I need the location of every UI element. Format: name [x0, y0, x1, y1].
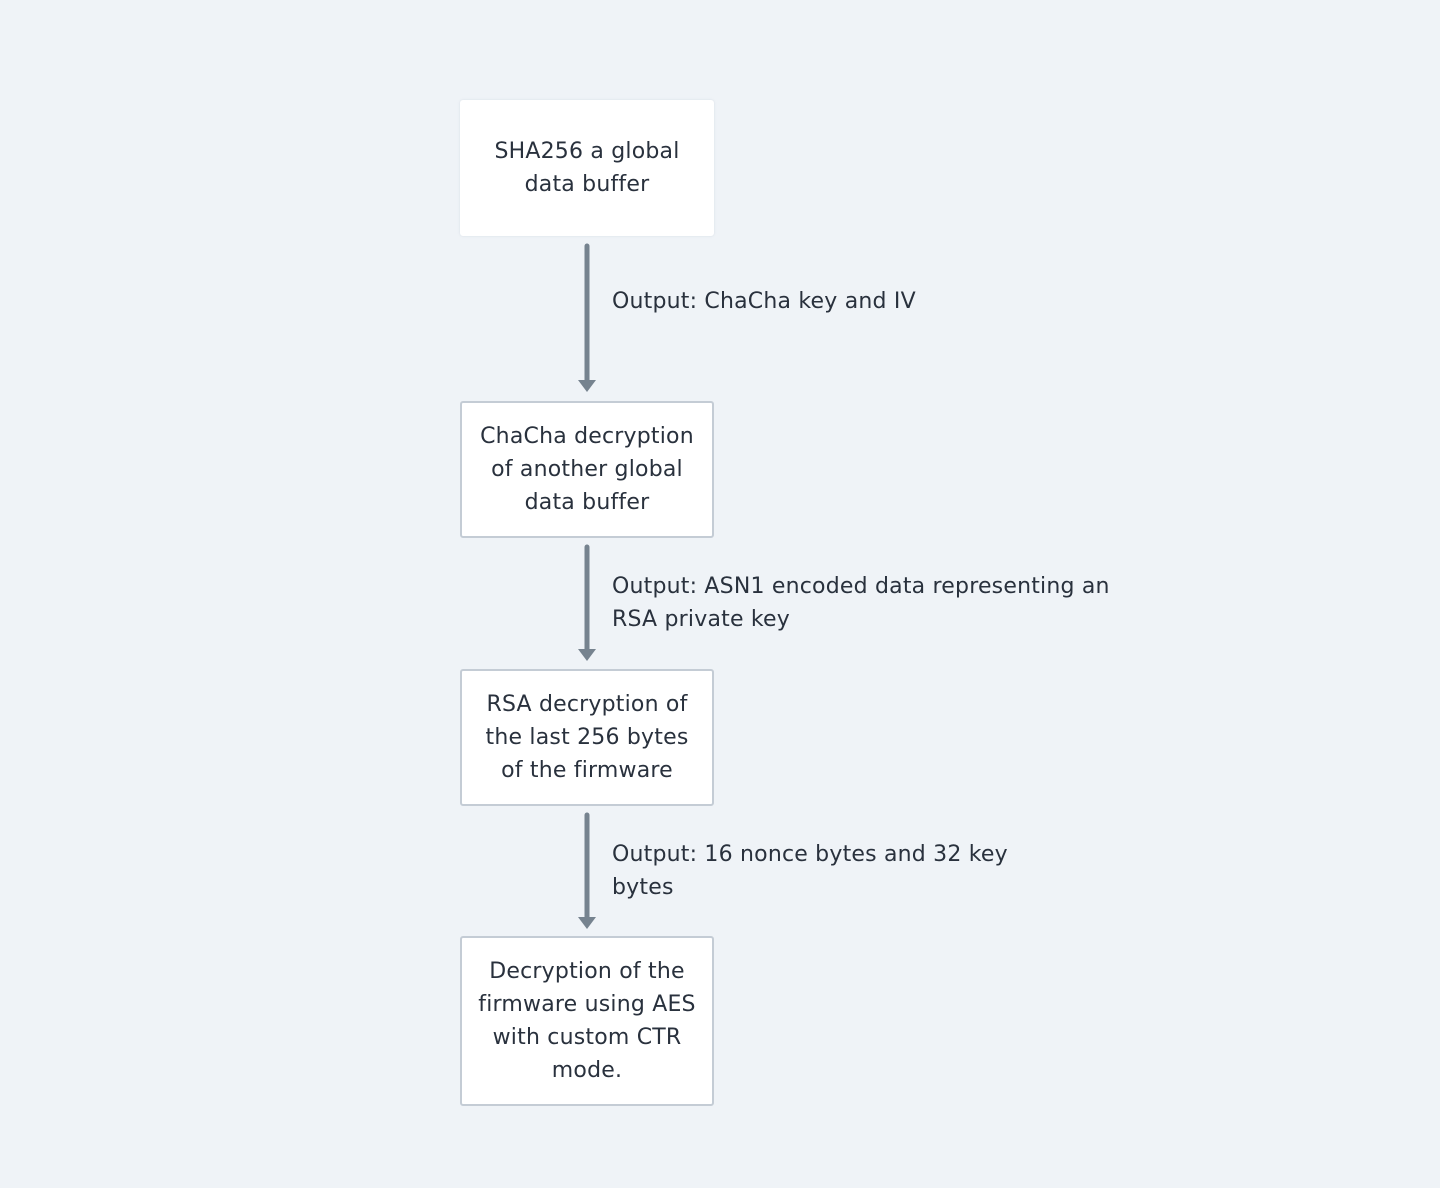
node-sha256-hash: SHA256 a global data buffer — [460, 100, 714, 236]
arrow-down-icon — [578, 544, 596, 661]
node-rsa-decryption: RSA decryption of the last 256 bytes of … — [460, 669, 714, 806]
arrow-down-icon — [578, 812, 596, 929]
node-aes-decryption: Decryption of the firmware using AES wit… — [460, 936, 714, 1106]
edge-label-nonce-key-bytes: Output: 16 nonce bytes and 32 key bytes — [612, 842, 1008, 900]
node-label: ChaCha decryption of another global data… — [480, 424, 694, 515]
node-label: RSA decryption of the last 256 bytes of … — [485, 692, 689, 783]
node-chacha-decryption: ChaCha decryption of another global data… — [460, 401, 714, 538]
arrow-down-icon — [578, 243, 596, 392]
arrow-rsa-to-aes — [577, 812, 597, 929]
edge-label-chacha-key: Output: ChaCha key and IV — [612, 289, 916, 314]
node-label: SHA256 a global data buffer — [494, 139, 680, 197]
edge-label-rsa-private-key: Output: ASN1 encoded data representing a… — [612, 574, 1110, 632]
node-label: Decryption of the firmware using AES wit… — [478, 959, 696, 1083]
arrow-hash-to-chacha — [577, 243, 597, 392]
arrow-chacha-to-rsa — [577, 544, 597, 661]
